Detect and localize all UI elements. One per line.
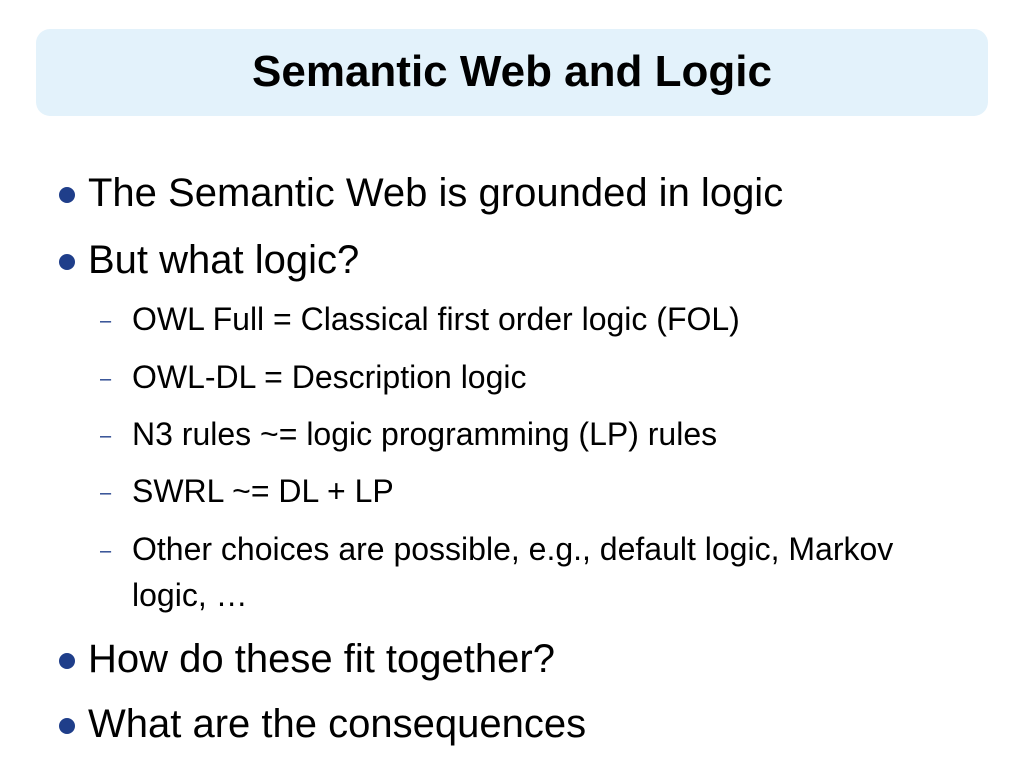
dash-icon: – [100,425,112,447]
bullet-dot-icon [59,718,75,734]
dash-icon: – [100,368,112,390]
bullet-text: How do these fit together? [88,637,555,681]
sub-bullet-text: N3 rules ~= logic programming (LP) rules [132,416,718,452]
sub-bullet-text: OWL-DL = Description logic [132,359,527,395]
bullet-item: The Semantic Web is grounded in logic [59,173,783,213]
sub-bullet-item: – N3 rules ~= logic programming (LP) rul… [100,411,972,457]
dash-icon: – [100,540,112,562]
slide-title: Semantic Web and Logic [252,46,772,96]
sub-bullet-item: – SWRL ~= DL + LP [100,468,972,514]
bullet-item: What are the consequences [59,704,586,744]
bullet-item: But what logic? [59,240,359,280]
bullet-dot-icon [59,653,75,669]
sub-bullet-text: Other choices are possible, e.g., defaul… [132,531,894,613]
bullet-dot-icon [59,254,75,270]
bullet-text: The Semantic Web is grounded in logic [88,171,784,215]
bullet-text: What are the consequences [88,702,587,746]
sub-bullet-item: – OWL-DL = Description logic [100,354,972,400]
bullet-text: But what logic? [88,238,360,282]
dash-icon: – [100,482,112,504]
title-box: Semantic Web and Logic [36,29,988,116]
sub-bullet-text: SWRL ~= DL + LP [132,473,394,509]
bullet-dot-icon [59,187,75,203]
sub-bullet-item: – OWL Full = Classical first order logic… [100,296,972,342]
sub-bullet-text: OWL Full = Classical first order logic (… [132,301,740,337]
bullet-item: How do these fit together? [59,639,555,679]
sub-bullet-item: – Other choices are possible, e.g., defa… [100,526,972,618]
dash-icon: – [100,310,112,332]
